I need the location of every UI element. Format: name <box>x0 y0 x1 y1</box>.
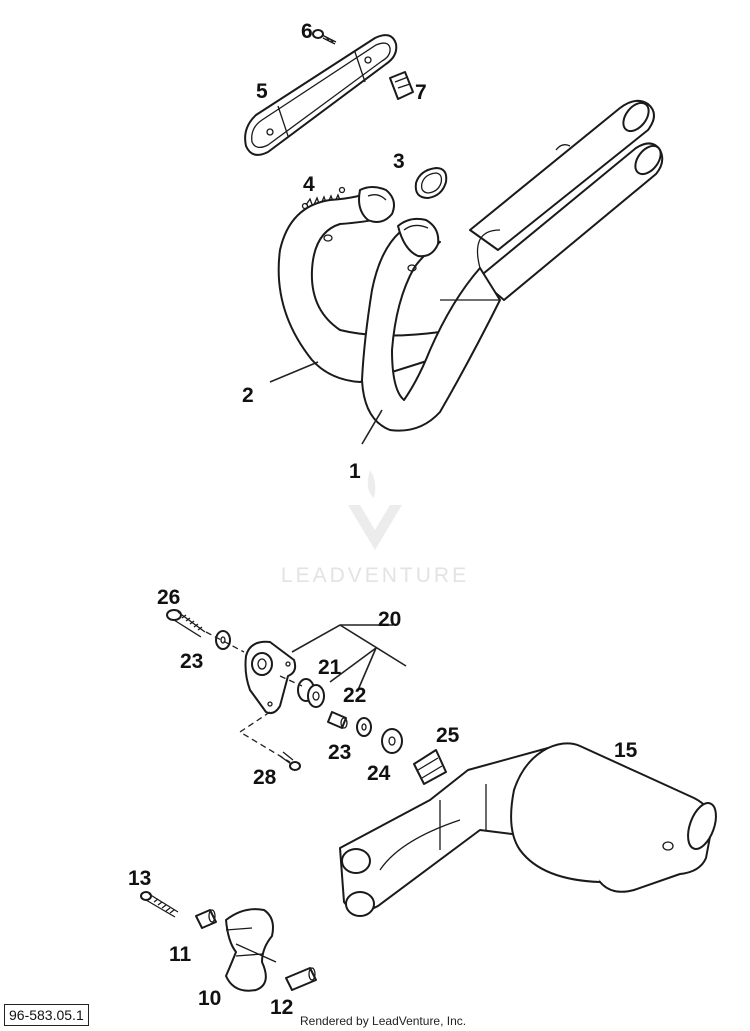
part-13-screw <box>140 891 179 918</box>
part-24-washer <box>381 728 403 754</box>
part-1-2-header-pipes <box>277 99 664 432</box>
callout-11: 11 <box>169 943 192 966</box>
callout-13: 13 <box>128 867 151 890</box>
callout-25: 25 <box>436 724 460 747</box>
render-credit: Rendered by LeadVenture, Inc. <box>300 1014 467 1028</box>
callout-2: 2 <box>242 384 254 407</box>
callout-3: 3 <box>393 150 405 173</box>
part-12-sleeve <box>285 967 317 991</box>
callout-7: 7 <box>415 81 427 104</box>
part-23-washer-lower <box>356 717 372 737</box>
callout-10: 10 <box>198 987 221 1010</box>
callout-15: 15 <box>614 739 638 762</box>
callout-6: 6 <box>301 20 313 43</box>
callout-26: 26 <box>157 586 180 609</box>
callout-22: 22 <box>343 684 366 707</box>
assembly-lines <box>205 631 303 763</box>
callout-23-upper: 23 <box>180 650 203 673</box>
part-20-bracket <box>244 640 297 715</box>
leadventure-watermark: LEADVENTURE <box>281 470 469 587</box>
part-5-heat-shield <box>244 34 398 156</box>
part-25-clip <box>413 749 447 785</box>
leader-lines <box>269 361 407 691</box>
callout-23-lower: 23 <box>328 741 351 764</box>
part-6-screw <box>312 29 337 45</box>
part-7-clip-nut <box>389 71 414 100</box>
part-26-bolt <box>166 609 206 638</box>
callout-numbers: 6 5 7 3 4 2 1 26 20 23 21 22 25 23 15 24… <box>128 20 638 1019</box>
part-23-washer-upper <box>215 630 231 650</box>
callout-5: 5 <box>256 80 268 103</box>
callout-20: 20 <box>378 608 401 631</box>
callout-1: 1 <box>349 460 361 483</box>
part-15-silencer <box>339 742 717 917</box>
diagram-id-label: 96-583.05.1 <box>4 1004 89 1026</box>
callout-4: 4 <box>303 173 315 196</box>
part-3-gasket <box>414 167 448 199</box>
part-10-clamp <box>225 908 277 992</box>
part-22-sleeve <box>327 711 348 729</box>
part-11-sleeve <box>195 909 217 929</box>
watermark-text: LEADVENTURE <box>281 564 469 587</box>
callout-21: 21 <box>318 656 342 679</box>
callout-28: 28 <box>253 766 277 789</box>
callout-12: 12 <box>270 996 293 1019</box>
part-28-bolt <box>279 751 301 771</box>
part-21-grommet <box>297 678 325 708</box>
callout-24: 24 <box>367 762 391 785</box>
